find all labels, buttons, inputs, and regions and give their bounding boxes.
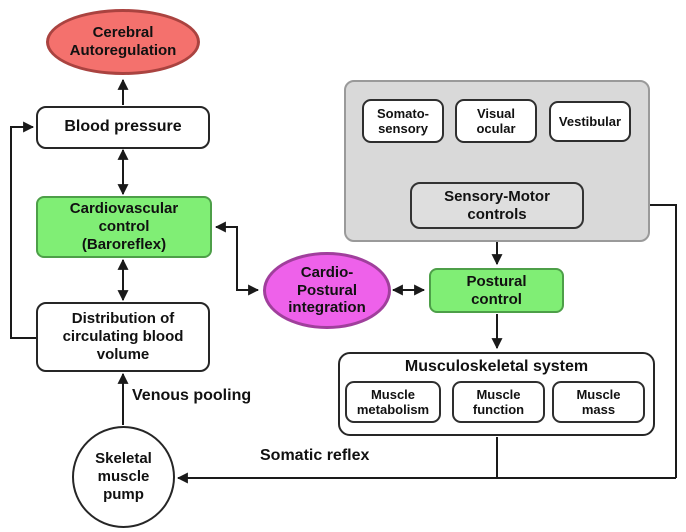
node-label: Cardiovascular control (Baroreflex) <box>69 200 179 253</box>
node-visual-ocular: Visual ocular <box>455 99 537 143</box>
node-muscle-metabolism: Muscle metabolism <box>345 381 441 423</box>
node-label: Cerebral Autoregulation <box>69 24 177 59</box>
node-cardiovascular-control: Cardiovascular control (Baroreflex) <box>36 196 212 258</box>
node-label: Postural control <box>466 272 527 308</box>
node-label: Cardio- Postural integration <box>288 263 366 317</box>
node-vestibular: Vestibular <box>549 101 631 142</box>
node-label: Somato- sensory <box>377 105 429 136</box>
node-postural-control: Postural control <box>429 268 564 313</box>
node-somatosensory: Somato- sensory <box>362 99 444 143</box>
node-cardio-postural-integration: Cardio- Postural integration <box>263 252 391 329</box>
arrow-feedback-to-sensory-motor-controls <box>587 199 677 478</box>
node-cerebral-autoregulation: Cerebral Autoregulation <box>46 9 200 75</box>
arrow-distribution-to-blood-pressure-feedback <box>10 121 36 339</box>
node-label: Vestibular <box>558 113 622 129</box>
node-muscle-function: Muscle function <box>452 381 545 423</box>
node-sensory-motor-controls: Sensory-Motor controls <box>410 182 584 229</box>
node-distribution-circulating-blood-volume: Distribution of circulating blood volume <box>36 302 210 372</box>
node-label: Skeletal muscle pump <box>95 450 152 503</box>
edge-label-somatic-reflex: Somatic reflex <box>260 447 370 464</box>
node-label: Visual ocular <box>476 105 516 136</box>
node-muscle-mass: Muscle mass <box>552 381 645 423</box>
node-skeletal-muscle-pump: Skeletal muscle pump <box>72 426 175 528</box>
arrow-cardiovascular-cardio-postural-integration <box>214 221 260 296</box>
node-label: Muscle mass <box>576 386 621 417</box>
node-label: Sensory-Motor controls <box>444 187 550 223</box>
node-label: Blood pressure <box>64 118 182 136</box>
edge-label-venous-pooling: Venous pooling <box>132 387 252 404</box>
musculoskeletal-system-title: Musculoskeletal system <box>404 358 589 375</box>
node-label: Muscle metabolism <box>356 386 430 417</box>
node-label: Muscle function <box>472 386 525 417</box>
node-blood-pressure: Blood pressure <box>36 106 210 149</box>
node-label: Distribution of circulating blood volume <box>62 310 184 363</box>
